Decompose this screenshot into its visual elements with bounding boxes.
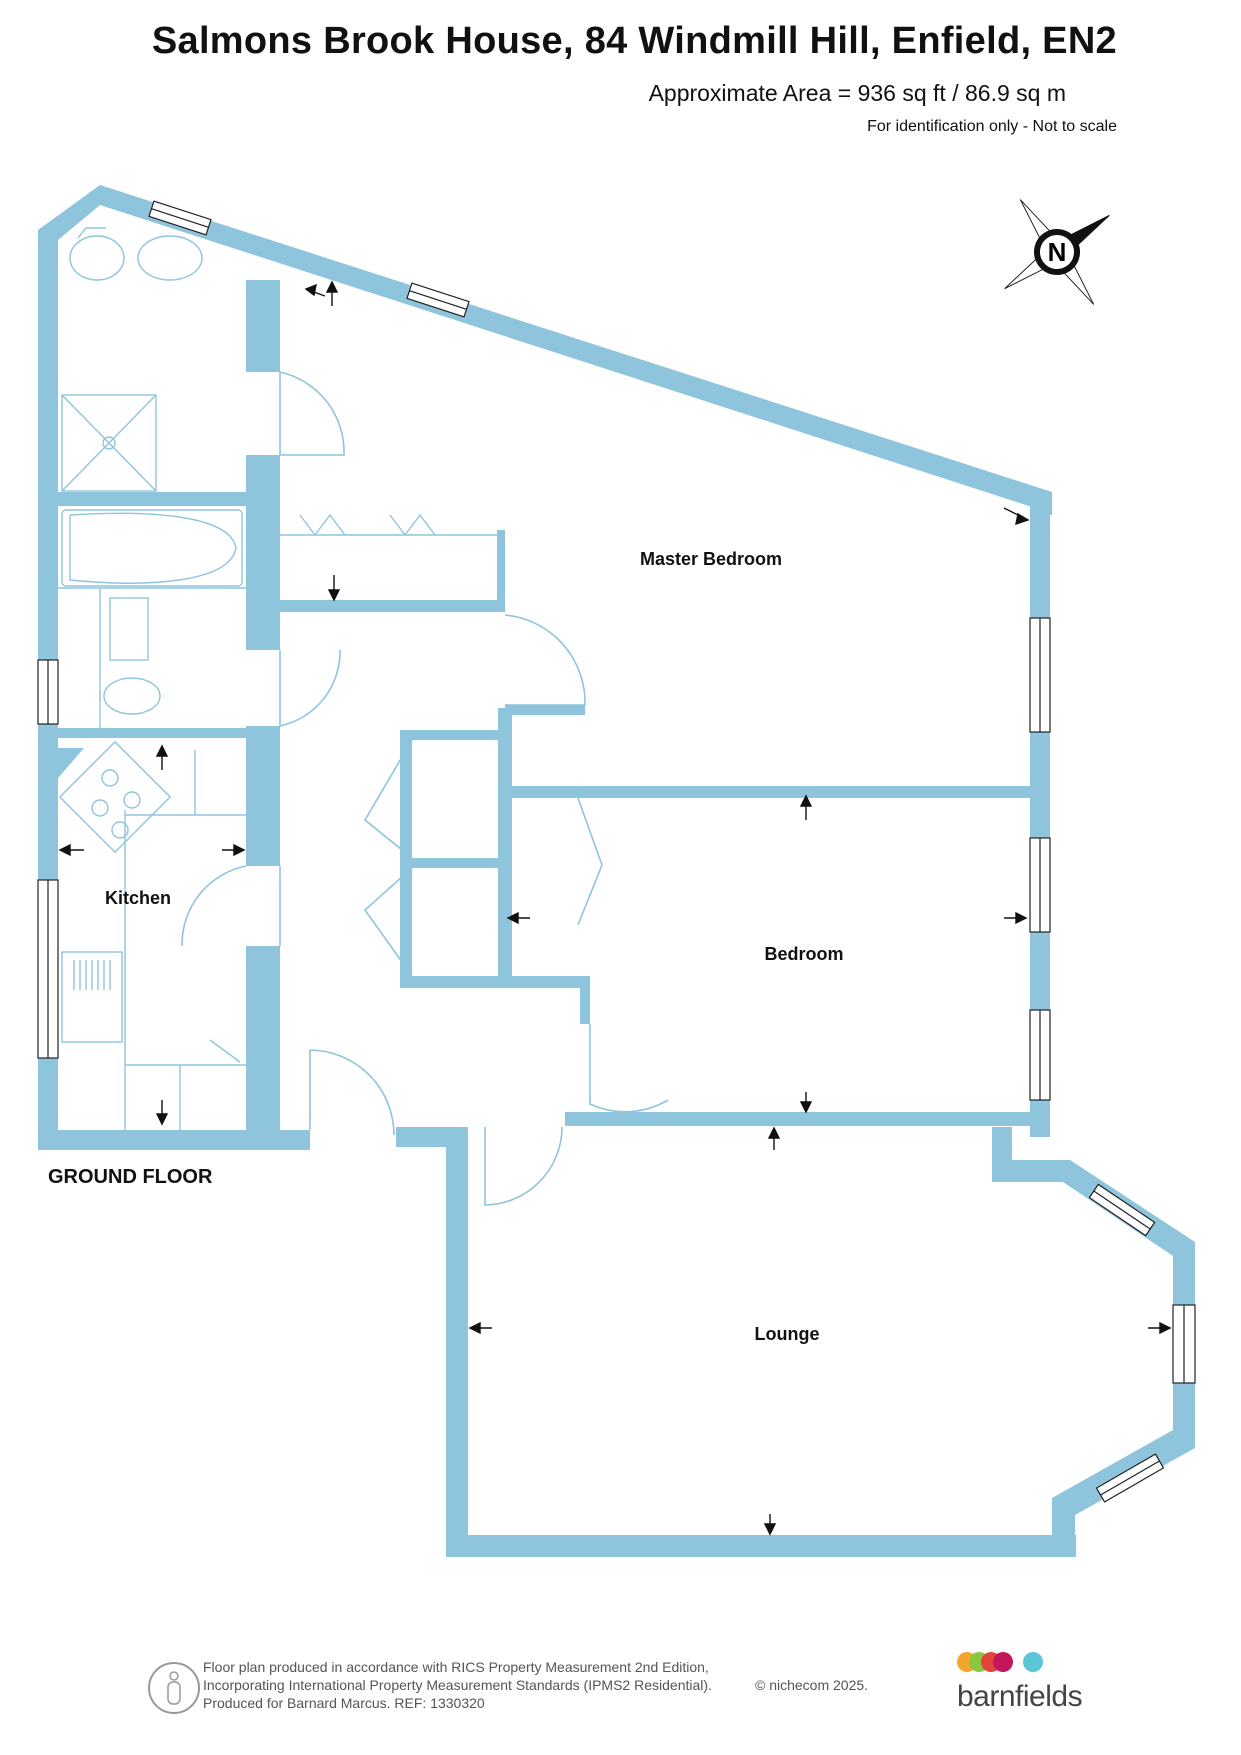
brand-dot-5 bbox=[1023, 1652, 1043, 1672]
footer-credits: Floor plan produced in accordance with R… bbox=[203, 1658, 868, 1712]
wall-cupboard-mid bbox=[400, 858, 505, 868]
footer-line-2: Incorporating International Property Mea… bbox=[203, 1677, 712, 1693]
wall-kitchen-chamfer bbox=[58, 748, 84, 778]
wall-lounge-bottom bbox=[446, 1535, 1076, 1557]
wall-bath-right-mid bbox=[246, 455, 280, 650]
bathroom-basin-icon bbox=[109, 597, 149, 661]
person-icon bbox=[148, 1662, 200, 1714]
footer-copyright: © nichecom 2025. bbox=[755, 1677, 869, 1693]
wall-top-diagonal bbox=[38, 185, 1052, 515]
wall-cupboard-bottom bbox=[400, 976, 590, 988]
wall-lounge-left bbox=[446, 1127, 468, 1557]
room-label-lounge: Lounge bbox=[755, 1324, 820, 1344]
wall-door-stub bbox=[505, 705, 585, 715]
wall-cupboard-top bbox=[400, 730, 505, 740]
page-title: Salmons Brook House, 84 Windmill Hill, E… bbox=[151, 20, 1117, 62]
room-label-master-bedroom: Master Bedroom bbox=[640, 549, 782, 569]
walls bbox=[38, 185, 1195, 1557]
footer-line-1: Floor plan produced in accordance with R… bbox=[203, 1659, 709, 1675]
room-label-kitchen: Kitchen bbox=[105, 888, 171, 908]
doors bbox=[181, 371, 669, 1206]
area-summary: Approximate Area = 936 sq ft / 86.9 sq m bbox=[648, 80, 1066, 106]
basin-icon bbox=[137, 235, 203, 281]
brand-name: barnfields bbox=[957, 1680, 1083, 1713]
measure-arrows bbox=[58, 280, 1172, 1536]
wall-bath-kitchen bbox=[58, 728, 250, 738]
windows bbox=[37, 200, 1196, 1503]
wall-shower-bath bbox=[58, 492, 250, 506]
brand-dot-4 bbox=[993, 1652, 1013, 1672]
disclaimer-note: For identification only - Not to scale bbox=[867, 118, 1117, 135]
wall-kitchen-right-top bbox=[246, 726, 280, 866]
hob-icon bbox=[58, 740, 172, 854]
fixtures bbox=[58, 227, 500, 1130]
compass-letter: N bbox=[1048, 237, 1067, 267]
wall-wardrobe-bottom bbox=[280, 600, 500, 612]
wall-corridor-cupboard bbox=[498, 708, 512, 988]
wall-master-bedroom bbox=[505, 786, 1035, 798]
wall-bedroom-left bbox=[580, 984, 590, 1024]
wall-kitchen-bottom bbox=[38, 1130, 310, 1150]
wall-bath-right-top bbox=[246, 280, 280, 372]
wall-lounge-top-left bbox=[396, 1127, 458, 1147]
wall-wardrobe-right bbox=[497, 530, 505, 612]
bath-icon bbox=[61, 509, 243, 587]
compass-icon: N bbox=[1004, 199, 1110, 305]
footer-line-3: Produced for Barnard Marcus. REF: 133032… bbox=[203, 1695, 485, 1711]
bathroom-toilet-icon bbox=[103, 677, 161, 715]
shower-tray-icon bbox=[61, 394, 157, 492]
wall-bedroom-lounge bbox=[565, 1112, 1035, 1126]
wall-kitchen-right-bottom bbox=[246, 946, 280, 1150]
room-label-bedroom: Bedroom bbox=[764, 944, 843, 964]
toilet-icon bbox=[69, 235, 125, 281]
floor-label: GROUND FLOOR bbox=[48, 1166, 213, 1188]
sink-icon bbox=[61, 951, 123, 1043]
